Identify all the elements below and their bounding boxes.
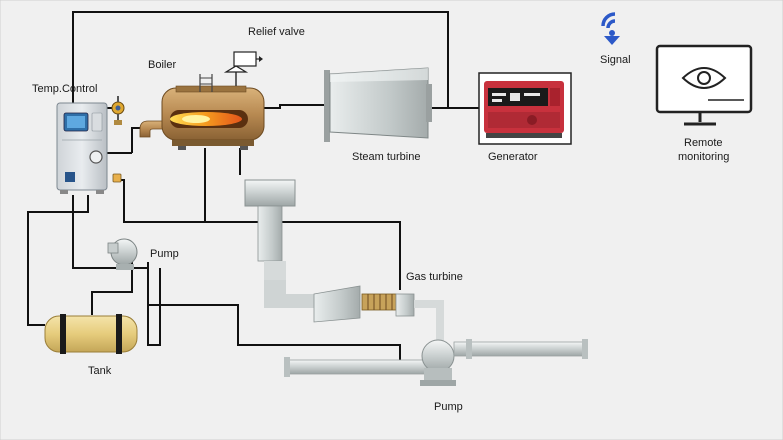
top-return-line bbox=[72, 11, 449, 108]
tank-left-line bbox=[27, 195, 89, 326]
label-pump-top: Pump bbox=[150, 248, 179, 260]
eye-monitor-icon[interactable] bbox=[655, 44, 753, 126]
control-sensor-icon bbox=[112, 173, 122, 183]
generator[interactable] bbox=[478, 72, 572, 145]
tank[interactable] bbox=[44, 314, 138, 354]
steam-line bbox=[262, 104, 326, 109]
temp-control-panel[interactable] bbox=[56, 102, 108, 194]
pump-bottom-loop bbox=[147, 268, 161, 346]
boiler[interactable] bbox=[139, 74, 265, 150]
label-steam-turbine: Steam turbine bbox=[352, 151, 420, 163]
label-generator: Generator bbox=[488, 151, 538, 163]
steam-turbine[interactable] bbox=[324, 67, 432, 142]
pump-top[interactable] bbox=[107, 238, 138, 270]
label-temp-control: Temp.Control bbox=[32, 83, 97, 95]
label-remote-line2: monitoring bbox=[678, 151, 729, 163]
label-pump-bottom: Pump bbox=[434, 401, 463, 413]
label-tank: Tank bbox=[88, 365, 112, 377]
label-boiler: Boiler bbox=[148, 59, 176, 71]
pump-bottom[interactable] bbox=[284, 339, 588, 386]
label-gas-turbine: Gas turbine bbox=[406, 271, 463, 283]
control-valve-icon bbox=[111, 96, 125, 125]
wifi-signal-icon bbox=[601, 12, 620, 45]
relief-valve-icon[interactable] bbox=[223, 51, 263, 86]
label-relief-valve: Relief valve bbox=[248, 26, 305, 38]
gas-turbine[interactable] bbox=[244, 179, 444, 346]
label-signal: Signal bbox=[600, 54, 631, 66]
label-remote-line1: Remote bbox=[684, 137, 723, 149]
